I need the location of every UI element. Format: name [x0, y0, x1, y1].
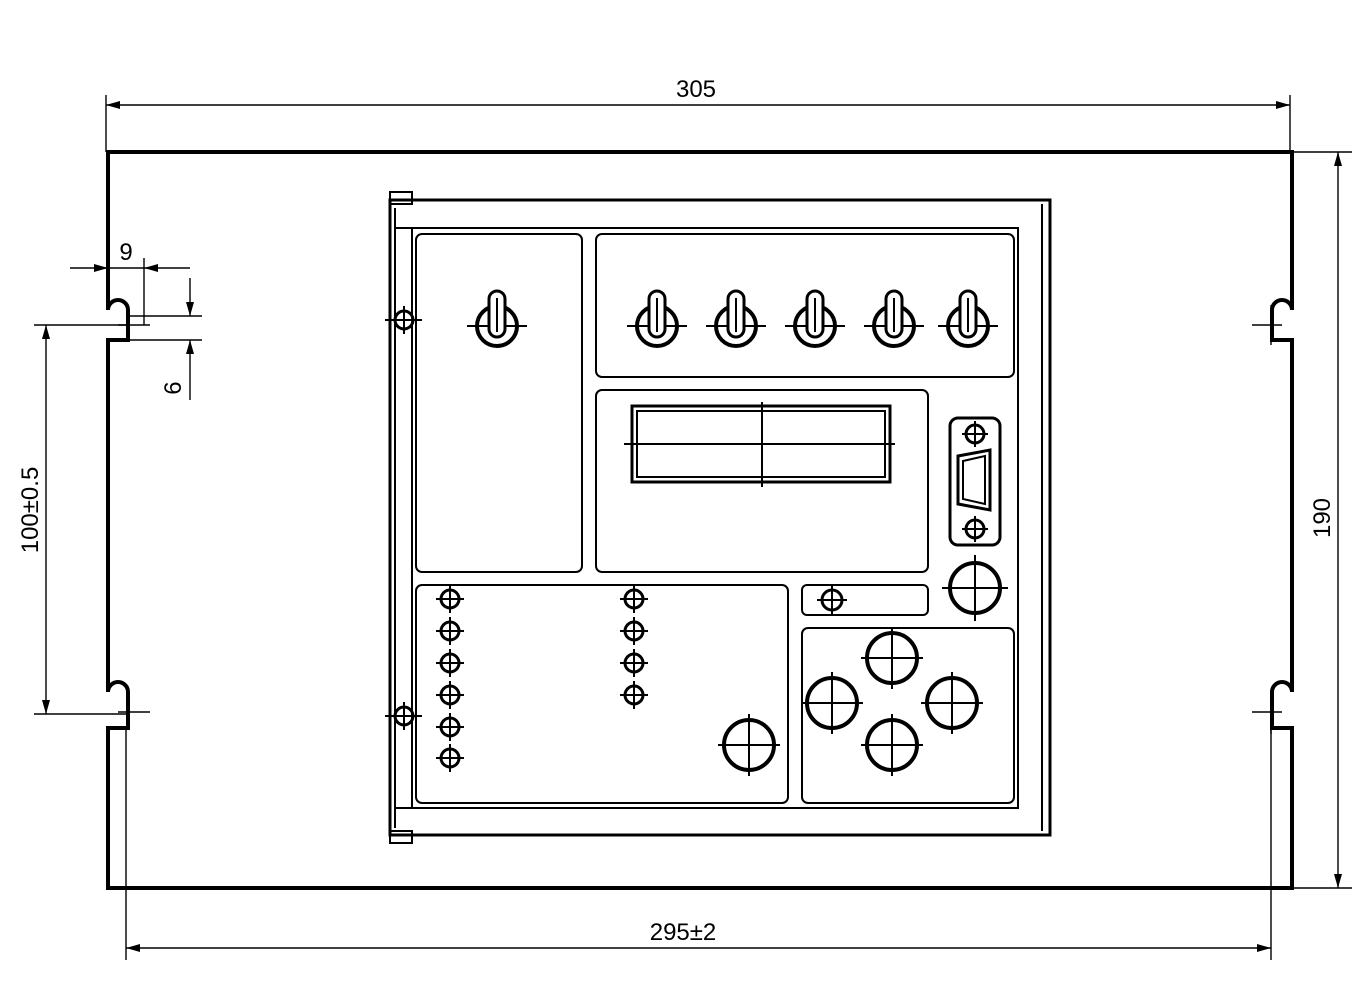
dim-slot-width: 9	[70, 239, 190, 325]
slot-height-label: 6	[160, 381, 187, 394]
terminal-icon	[620, 617, 648, 645]
large-connector-icon	[861, 714, 923, 776]
terminal-icon	[436, 617, 464, 645]
terminal-icon	[817, 585, 847, 615]
terminal-icon	[620, 681, 648, 709]
toggle-switches	[467, 289, 998, 348]
toggle-switch-icon	[627, 289, 687, 348]
dim-slot-spacing: 100±0.5	[17, 324, 128, 715]
terminal-icon	[436, 585, 464, 613]
terminal-icon	[436, 649, 464, 677]
dim-overall-width: 305	[105, 76, 1291, 152]
large-connector-icon	[861, 627, 923, 689]
serial-connector-icon	[948, 416, 1002, 547]
toggle-switch-icon	[864, 289, 924, 348]
overall-width-label: 305	[676, 76, 716, 103]
display-window	[624, 402, 895, 487]
toggle-switch-icon	[467, 289, 527, 348]
chassis	[388, 191, 1052, 844]
terminal-icon	[436, 713, 464, 741]
large-connector-icon	[942, 555, 1008, 621]
terminal-icon	[436, 744, 464, 772]
large-connector-icon	[801, 672, 863, 734]
slot-width-label: 9	[119, 239, 132, 266]
slot-spacing-label: 100±0.5	[17, 467, 44, 554]
overall-height-label: 190	[1309, 498, 1336, 538]
toggle-switch-icon	[706, 289, 766, 348]
slot-center-distance-label: 295±2	[650, 919, 717, 946]
toggle-switch-icon	[938, 289, 998, 348]
large-connector-icon	[921, 672, 983, 734]
terminal-icon	[620, 649, 648, 677]
dim-slot-center-distance: 295±2	[125, 730, 1272, 960]
terminal-icon	[620, 585, 648, 613]
large-connector-icon	[718, 714, 780, 776]
dim-overall-height: 190	[1292, 151, 1352, 889]
panel-outline	[106, 150, 1294, 890]
internal-panels	[415, 233, 1015, 804]
dim-slot-height: 6	[128, 278, 202, 400]
toggle-switch-icon	[785, 289, 845, 348]
slot-center-marks	[118, 305, 1282, 734]
terminal-circles	[436, 555, 1008, 776]
terminal-icon	[436, 681, 464, 709]
